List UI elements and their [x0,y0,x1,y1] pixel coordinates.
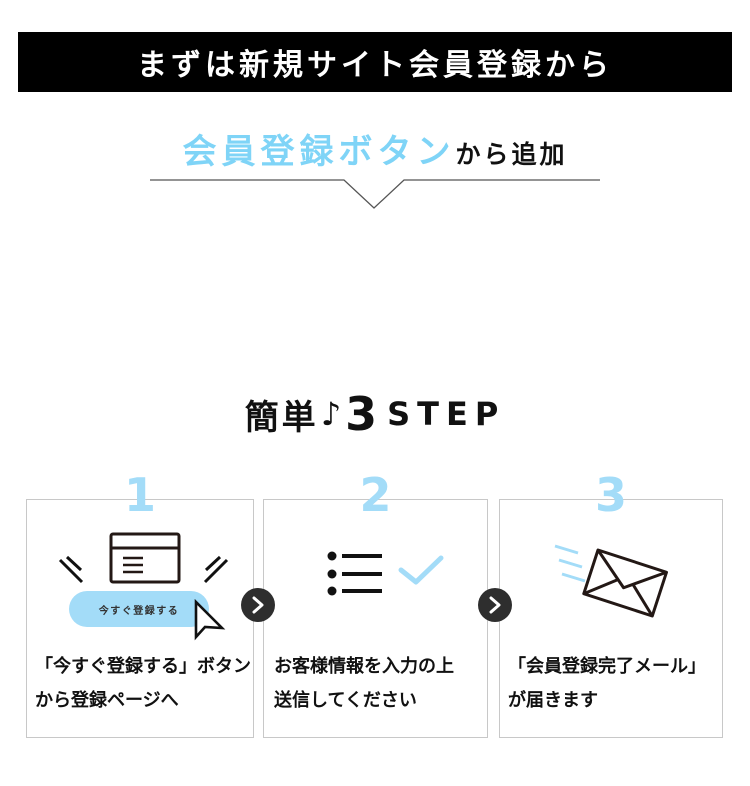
step-card-2: 2 お客様情報を入力の上 送信してください [263,470,488,738]
register-now-button[interactable]: 今すぐ登録する [69,591,209,627]
subtitle-accent: 会員登録ボタン [182,132,456,172]
steps-heading-kanji: 簡単 [244,397,319,438]
step-number: 3 [594,468,627,522]
next-step-arrow-1 [241,588,275,622]
section-subtitle: 会員登録ボタン から追加 [0,124,750,172]
steps-heading-number: 3 [345,387,378,441]
notched-divider [150,179,600,209]
page-banner: まずは新規サイト会員登録から [18,32,732,92]
step-description: お客様情報を入力の上 送信してください [274,656,454,711]
step-description: 「今すぐ登録する」ボタン から登録ページへ [35,656,251,711]
step-number: 1 [123,468,156,522]
checklist-icon [327,551,444,596]
register-now-label: 今すぐ登録する [98,605,180,617]
steps-heading: 簡単 ♪ 3 STEP [0,387,750,441]
chevron-right-icon [252,596,264,614]
next-step-arrow-2 [478,588,512,622]
subtitle-rest: から追加 [455,140,568,169]
step-card-1: 1 今すぐ登録する 「今すぐ登録する」ボタン から登録ページへ [26,470,254,738]
mouse-cursor-icon [194,599,226,641]
step-card-3: 3 「会員登録完了メール」 が届きます [499,470,723,738]
chevron-right-icon [489,596,501,614]
envelope-sending-icon [554,544,668,618]
banner-title: まずは新規サイト会員登録から [137,48,613,83]
step-description: 「会員登録完了メール」 が届きます [508,656,706,711]
step-number: 2 [359,468,392,522]
music-note-icon: ♪ [320,395,342,433]
steps-heading-word: STEP [387,395,506,433]
browser-window-icon [58,532,229,584]
